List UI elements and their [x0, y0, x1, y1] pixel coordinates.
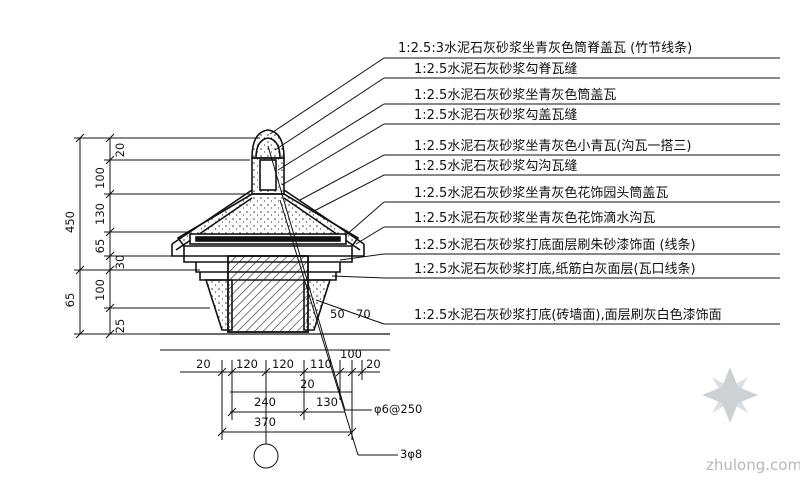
annotation-6: 1:2.5水泥石灰砂浆勾沟瓦缝 — [414, 159, 577, 174]
dim-lower-100: 100 — [93, 279, 107, 301]
dim-bottom-120a: 120 — [236, 357, 258, 371]
annotation-list: 1:2.5:3水泥石灰砂浆坐青灰色筒脊盖瓦 (竹节线条) 1:2.5水泥石灰砂浆… — [398, 40, 722, 323]
dim-bottom-370: 370 — [254, 415, 276, 429]
annotation-3: 1:2.5水泥石灰砂浆坐青灰色筒盖瓦 — [414, 87, 616, 103]
annotation-10: 1:2.5水泥石灰砂浆打底,纸筋白灰面层(瓦口线条) — [414, 261, 696, 277]
watermark-logo — [702, 367, 758, 423]
dim-lower-65: 65 — [63, 293, 77, 308]
bottom-dimensions — [180, 360, 380, 469]
axis-marker-circle — [253, 443, 279, 469]
dim-right-70: 70 — [356, 307, 371, 321]
annotation-5: 1:2.5水泥石灰砂浆坐青灰色小青瓦(沟瓦一搭三) — [414, 138, 691, 154]
dim-bottom-120b: 120 — [272, 357, 294, 371]
left-dimensions — [74, 133, 260, 339]
watermark-text: zhulong.com — [706, 456, 800, 474]
dim-bottom-110: 110 — [310, 357, 332, 371]
dim-seg-100: 100 — [93, 167, 107, 189]
dim-lower-25: 25 — [113, 319, 127, 334]
ridge-object — [160, 129, 390, 351]
annotation-8: 1:2.5水泥石灰砂浆坐青灰色花饰滴水沟瓦 — [414, 210, 655, 226]
annotation-11: 1:2.5水泥石灰砂浆打底(砖墙面),面层刷灰白色漆饰面 — [414, 307, 722, 323]
roof-right-slope — [283, 189, 365, 251]
roof-left-slope — [171, 189, 253, 251]
dim-bottom-20b: 20 — [366, 357, 381, 371]
dim-seg-130: 130 — [93, 203, 107, 225]
dimension-labels: 450 20 100 130 65 30 65 100 25 50 70 20 … — [63, 143, 422, 461]
dim-bottom-20c: 20 — [300, 377, 315, 391]
rebar-label-3phi8: 3φ8 — [400, 447, 422, 461]
dim-bottom-240: 240 — [254, 395, 276, 409]
annotation-4: 1:2.5水泥石灰砂浆勾盖瓦缝 — [414, 108, 577, 123]
annotation-1: 1:2.5:3水泥石灰砂浆坐青灰色筒脊盖瓦 (竹节线条) — [398, 40, 692, 56]
annotation-7: 1:2.5水泥石灰砂浆坐青灰色花饰园头筒盖瓦 — [414, 185, 668, 201]
dim-bottom-20a: 20 — [196, 357, 211, 371]
dim-seg-65: 65 — [93, 239, 107, 254]
dim-seg-20: 20 — [113, 143, 127, 158]
dim-right-50: 50 — [330, 307, 345, 321]
ridge-cap-tile — [251, 129, 285, 159]
dim-bottom-100: 100 — [340, 347, 362, 361]
brick-wall-core — [227, 255, 309, 333]
annotation-2: 1:2.5水泥石灰砂浆勾脊瓦缝 — [414, 62, 577, 77]
dim-seg-30: 30 — [113, 255, 127, 270]
annotation-9: 1:2.5水泥石灰砂浆打底面层刷朱砂漆饰面 (线条) — [414, 237, 696, 253]
dim-total-450: 450 — [63, 211, 77, 233]
rebar-label-phi6: φ6@250 — [374, 402, 422, 416]
dim-bottom-130: 130 — [316, 395, 338, 409]
